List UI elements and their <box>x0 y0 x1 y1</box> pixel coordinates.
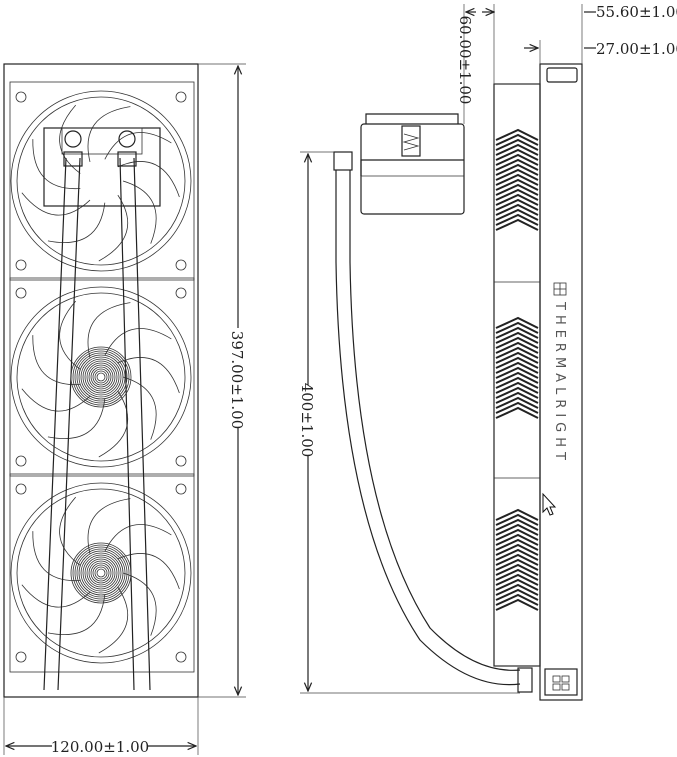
side-view: THERMALRIGHT 400±1.00 60.00±1.00 55.60±1… <box>298 3 677 701</box>
screw-icon <box>175 455 187 467</box>
screw-icon <box>15 91 27 103</box>
fan-blade <box>117 161 180 198</box>
hose-clip-left <box>63 151 83 167</box>
hose-right <box>119 157 151 691</box>
width-dimension-label: 120.00±1.00 <box>51 738 149 756</box>
radiator-top-tab <box>546 67 578 83</box>
side-depth-label: 55.60±1.00 <box>596 3 677 21</box>
fan-blade <box>87 498 131 555</box>
hose-length-label: 400±1.00 <box>298 383 316 458</box>
pump-side-top <box>365 113 459 124</box>
brand-logo: THERMALRIGHT <box>552 282 567 465</box>
fan-blade <box>117 553 180 590</box>
fan-blade <box>98 390 129 458</box>
screw-icon <box>175 91 187 103</box>
screw-icon <box>15 483 27 495</box>
fan-blade <box>59 300 81 370</box>
hose-end-fitting <box>517 667 533 693</box>
fan-bay-top <box>9 81 195 281</box>
fan-blade <box>87 302 131 359</box>
front-view: 120.00±1.00 397.00±1.00 <box>3 63 247 756</box>
screw-icon <box>15 455 27 467</box>
pump-height-label: 60.00±1.00 <box>456 16 474 105</box>
radiator-fill-port <box>544 668 578 696</box>
fan-blade <box>47 202 106 243</box>
fan-blade <box>21 584 91 608</box>
fan-hub-bottom <box>70 542 132 604</box>
radiator-frame <box>3 63 199 698</box>
fan-blade <box>32 531 81 581</box>
radiator-fin-band <box>495 128 539 231</box>
fan-blade <box>104 132 172 160</box>
fan-blade <box>47 398 106 439</box>
fan-blade <box>98 586 129 654</box>
arrow-cursor-icon <box>542 492 557 516</box>
fan-blade <box>122 180 157 244</box>
radiator-fin-band <box>495 316 539 419</box>
pump-side-body <box>360 123 465 215</box>
fan-blade <box>59 496 81 566</box>
fan-blade <box>47 594 106 635</box>
fan-1 <box>10 90 192 272</box>
screw-icon <box>175 483 187 495</box>
fan-blade <box>87 106 131 163</box>
fan-hub-middle <box>70 346 132 408</box>
brand-logo-text: THERMALRIGHT <box>552 301 567 465</box>
fan-blade <box>59 104 81 174</box>
outlet-fitting-icon <box>118 130 136 148</box>
screw-icon <box>15 651 27 663</box>
radiator-fin-band <box>495 508 539 611</box>
fan-2 <box>10 286 192 468</box>
height-dimension-label: 397.00±1.00 <box>228 331 246 429</box>
fan-blade <box>98 194 129 262</box>
fan-blade <box>117 357 180 394</box>
pump-spring-housing <box>401 125 421 157</box>
hose-side-outer <box>335 170 521 686</box>
screw-icon <box>175 259 187 271</box>
hose-clip-right <box>117 151 137 167</box>
screw-icon <box>175 651 187 663</box>
hose-fitting-side <box>333 151 353 171</box>
fan-bay-middle <box>9 277 195 477</box>
fan-3 <box>10 482 192 664</box>
screw-icon <box>15 287 27 299</box>
radiator-thickness-label: 27.00±1.00 <box>596 40 677 58</box>
screw-icon <box>15 259 27 271</box>
pump-block <box>43 127 161 207</box>
hose-side-inner <box>349 170 521 671</box>
fan-blade <box>122 572 157 636</box>
fan-blade <box>104 328 172 356</box>
fan-blade <box>21 192 91 216</box>
screw-icon <box>175 287 187 299</box>
fan-blade <box>122 376 157 440</box>
pump-cap <box>61 127 143 155</box>
hose-left <box>43 157 81 691</box>
inlet-fitting-icon <box>64 130 82 148</box>
fan-bay-bottom <box>9 473 195 673</box>
fan-blade <box>104 524 172 552</box>
